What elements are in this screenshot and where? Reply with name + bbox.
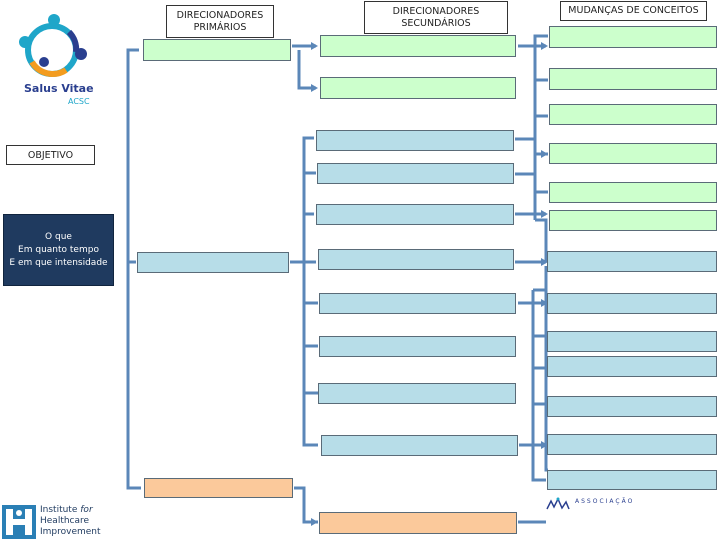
green-primary-branch-2 <box>297 50 316 90</box>
change-concept-13[interactable] <box>547 470 717 490</box>
ihi-line3: Improvement <box>40 527 101 537</box>
change-concept-5[interactable] <box>549 182 717 203</box>
change-concept-3[interactable] <box>549 104 717 125</box>
blue-secondary-trunk <box>302 136 318 447</box>
question-line-when: Em quanto tempo <box>18 244 99 255</box>
secondary-driver-10[interactable] <box>321 435 518 456</box>
change-concept-12[interactable] <box>547 434 717 455</box>
orange-connector <box>294 486 318 524</box>
secondary-driver-2[interactable] <box>320 77 516 99</box>
secondary-driver-6[interactable] <box>318 249 514 270</box>
question-line-intensity: E em que intensidade <box>9 257 108 268</box>
secondary-driver-8[interactable] <box>319 336 516 357</box>
ihi-logo: Institute for Healthcare Improvement <box>2 505 112 539</box>
primary-driver-2[interactable] <box>137 252 289 273</box>
change-concept-10[interactable] <box>547 356 717 377</box>
secondary-driver-4[interactable] <box>317 163 514 184</box>
change-concept-6[interactable] <box>549 210 717 231</box>
association-logo: ASSOCIAÇÃO <box>545 497 635 511</box>
primary-driver-3[interactable] <box>144 478 293 498</box>
association-icon <box>546 497 570 510</box>
change-concept-7[interactable] <box>547 251 717 272</box>
objective-question-box[interactable]: O que Em quanto tempo E em que intensida… <box>3 214 114 286</box>
ihi-line1-italic: for <box>80 505 93 515</box>
ihi-name: Institute for Healthcare Improvement <box>40 505 101 538</box>
secondary-driver-3[interactable] <box>316 130 514 151</box>
change-concept-1[interactable] <box>549 26 717 48</box>
secondary-driver-7[interactable] <box>319 293 516 314</box>
association-text: ASSOCIAÇÃO <box>575 498 635 505</box>
primary-trunk-connector <box>126 48 141 490</box>
question-line-what: O que <box>45 231 72 242</box>
logo-sub: ACSC <box>68 97 90 106</box>
secondary-driver-11[interactable] <box>319 512 517 534</box>
primary-driver-1[interactable] <box>143 39 291 61</box>
change-concept-8[interactable] <box>547 293 717 314</box>
change-concept-4[interactable] <box>549 143 717 164</box>
secondary-driver-1[interactable] <box>320 35 516 57</box>
header-changes: MUDANÇAS DE CONCEITOS <box>560 1 707 21</box>
salus-vitae-icon <box>19 14 87 77</box>
objective-label: OBJETIVO <box>6 145 95 165</box>
change-concept-11[interactable] <box>547 396 717 417</box>
changes-trunk-top <box>533 34 548 220</box>
change-concept-2[interactable] <box>549 68 717 90</box>
ihi-line2: Healthcare <box>40 516 90 526</box>
change-concept-9[interactable] <box>547 331 717 352</box>
ihi-line1: Institute <box>40 505 78 515</box>
secondary-driver-5[interactable] <box>316 204 514 225</box>
header-primary: DIRECIONADORES PRIMÁRIOS <box>166 5 274 38</box>
secondary-driver-9[interactable] <box>318 383 516 404</box>
ihi-icon <box>2 505 36 539</box>
logo-name: Salus Vitae <box>24 82 94 95</box>
salus-vitae-logo: Salus Vitae ACSC <box>14 10 96 108</box>
header-secondary: DIRECIONADORES SECUNDÁRIOS <box>364 1 508 34</box>
